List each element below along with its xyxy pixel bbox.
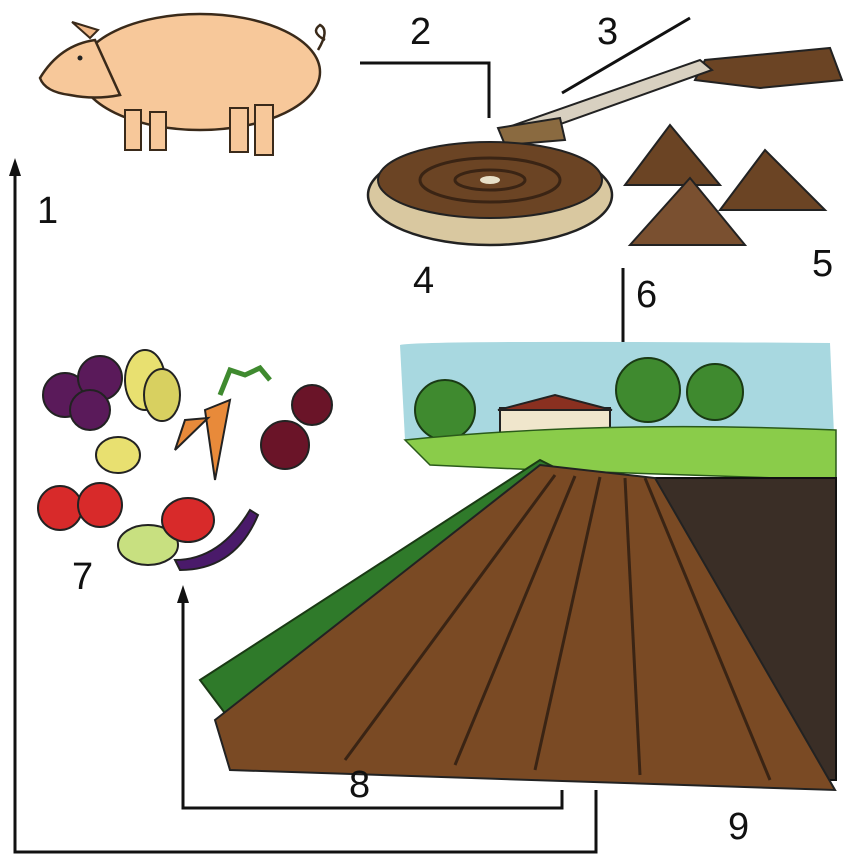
- pig-leg-front-2: [150, 112, 166, 150]
- label-4: 4: [413, 262, 434, 300]
- pepper: [162, 498, 214, 542]
- compost-heaps-illustration: [625, 125, 825, 245]
- carrot-1: [205, 400, 230, 480]
- label-6: 6: [636, 276, 657, 314]
- tree-1: [415, 380, 475, 440]
- heap-2: [720, 150, 825, 210]
- pig-body: [80, 14, 320, 130]
- beet-1: [292, 385, 332, 425]
- pig-eye: [78, 56, 83, 61]
- pig-leg-front-1: [125, 110, 141, 150]
- pig-leg-back-1: [230, 108, 248, 152]
- label-7: 7: [72, 558, 93, 596]
- label-8: 8: [349, 766, 370, 804]
- label-5: 5: [812, 245, 833, 283]
- label-2: 2: [410, 13, 431, 51]
- label-9: 9: [728, 808, 749, 846]
- line-2: [360, 63, 489, 118]
- meadow: [405, 427, 836, 480]
- conveyor-hopper: [498, 118, 565, 145]
- heap-1: [625, 125, 720, 185]
- carrot-tops: [220, 368, 270, 395]
- heap-3: [630, 178, 745, 245]
- compost-bed-illustration: [368, 142, 612, 245]
- arrow-head-7: [177, 585, 189, 603]
- arrow-head-1: [9, 158, 21, 176]
- beet-2: [261, 421, 309, 469]
- conveyor-tray: [695, 48, 842, 88]
- plum-3: [70, 390, 110, 430]
- tree-3: [687, 364, 743, 420]
- compost-center: [480, 176, 500, 184]
- tomato-2: [78, 483, 122, 527]
- pear-3: [96, 437, 140, 473]
- label-1: 1: [37, 192, 58, 230]
- label-3: 3: [597, 13, 618, 51]
- tomato-1: [38, 486, 82, 530]
- pig-tail: [316, 25, 325, 50]
- carrot-2: [175, 418, 208, 450]
- pear-2: [144, 369, 180, 421]
- pig-ear: [72, 22, 98, 38]
- pig-illustration: [40, 14, 325, 155]
- produce-illustration: [38, 350, 332, 570]
- pig-leg-back-2: [255, 105, 273, 155]
- tree-2: [616, 358, 680, 422]
